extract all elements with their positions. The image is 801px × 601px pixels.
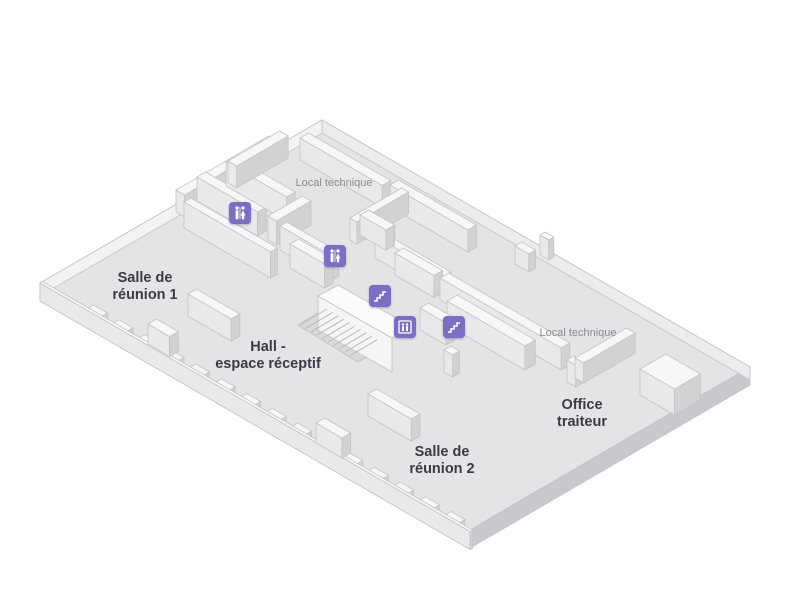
interior-wall-8 (267, 195, 312, 246)
room-label-office-traiteur: Office traiteur (557, 397, 607, 431)
interior-wall-22 (514, 241, 537, 273)
stair-step (338, 332, 367, 350)
wall-face (270, 247, 278, 279)
room-label-line: traiteur (557, 414, 607, 430)
wall-top (439, 272, 571, 349)
room-label-salle-reunion-1: Salle de réunion 1 (112, 270, 177, 304)
wall-top (315, 417, 352, 439)
wall-face (548, 236, 555, 261)
wall-top (514, 241, 537, 255)
stair-step (322, 322, 350, 340)
stair-step (327, 325, 356, 343)
stairs-icon[interactable] (443, 316, 465, 338)
wall-top (227, 130, 289, 167)
wall-top (639, 353, 702, 390)
interior-wall-26 (574, 327, 636, 384)
elevator-icon (398, 320, 412, 334)
wall-top (389, 179, 478, 231)
room-label-hall: Hall - espace réceptif (215, 339, 321, 373)
room-label-line: espace réceptif (215, 356, 321, 372)
toilets-icon (330, 249, 341, 263)
interior-wall-21 (315, 417, 352, 459)
wall-top (359, 209, 396, 231)
stair-step (305, 311, 333, 329)
wall-top (187, 288, 241, 320)
stair-step (310, 315, 339, 333)
toilets-icon[interactable] (324, 245, 346, 267)
wall-top (539, 231, 555, 241)
stair-step (316, 318, 345, 336)
interior-wall-6 (389, 179, 478, 253)
stairs-icon (374, 291, 386, 302)
toilets-icon (235, 206, 246, 220)
interior-wall-18 (187, 288, 241, 342)
interior-wall-20 (367, 388, 421, 442)
stair-step (299, 308, 328, 326)
wall-face (349, 217, 358, 245)
stairs-icon (448, 322, 460, 333)
stairs-icon[interactable] (369, 285, 391, 307)
hall-staircase (297, 284, 414, 373)
stair-step (344, 335, 373, 353)
toilets-icon[interactable] (229, 202, 251, 224)
room-label-salle-reunion-2: Salle de réunion 2 (409, 444, 474, 478)
elevator-icon[interactable] (394, 316, 416, 338)
room-label-line: réunion 2 (409, 461, 475, 477)
interior-wall-5 (227, 130, 289, 189)
room-label-line: Hall - (250, 339, 286, 355)
wall-top (147, 318, 179, 337)
wall-top (367, 388, 421, 420)
wall-top (299, 132, 392, 186)
interior-wall-7 (183, 197, 279, 279)
room-label-line: réunion 1 (112, 287, 178, 303)
wall-top (267, 195, 312, 222)
interior-wall-23 (539, 231, 555, 261)
stair-step (333, 328, 361, 346)
stair-step (350, 339, 378, 357)
interior-wall-16 (446, 294, 536, 371)
interior-walls (147, 130, 702, 459)
interior-wall-25 (639, 353, 702, 416)
room-label-local-technique-est: Local technique (539, 327, 617, 339)
interior-wall-19 (147, 318, 179, 358)
room-label-line: Salle de (117, 270, 173, 286)
wall-face (452, 350, 460, 378)
interior-wall-13 (359, 209, 396, 251)
interior-wall-27 (443, 345, 461, 378)
wall-top (394, 247, 444, 276)
wall-face (469, 529, 474, 551)
interior-wall-4 (299, 132, 392, 209)
wall-top (183, 197, 279, 253)
room-label-local-technique-nord: Local technique (295, 177, 373, 189)
wall-top (574, 327, 636, 364)
wall-top (443, 345, 461, 356)
wall-top (446, 294, 536, 347)
room-label-line: Office (561, 397, 603, 413)
room-label-line: Salle de (414, 444, 470, 460)
